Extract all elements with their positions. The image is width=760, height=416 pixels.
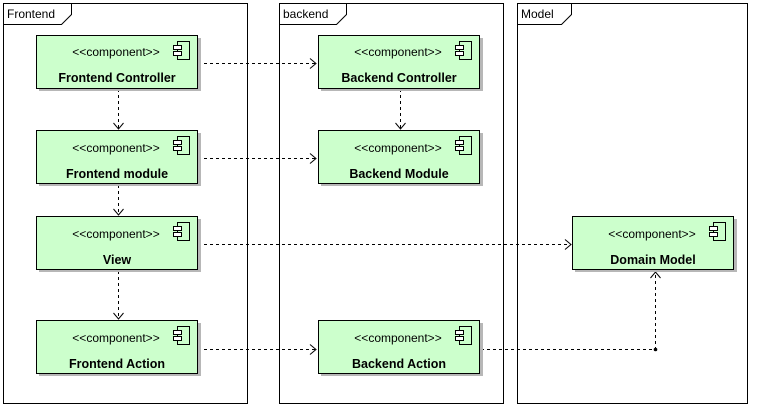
dependency-view-to-frontend-action bbox=[113, 271, 124, 320]
component-name: Frontend module bbox=[66, 167, 168, 181]
junction-dot bbox=[653, 347, 658, 352]
component-icon bbox=[709, 222, 726, 241]
frame-title-frontend: Frontend bbox=[7, 7, 55, 21]
dependency-frontend-action-to-backend-action bbox=[198, 344, 317, 355]
stereotype-label: <<component>> bbox=[354, 141, 441, 155]
dependency-backend-controller-to-backend-module bbox=[395, 89, 406, 130]
stereotype-label: <<component>> bbox=[72, 331, 159, 345]
component-frontend-module[interactable]: <<component>> Frontend module bbox=[36, 130, 202, 187]
component-name: Backend Controller bbox=[341, 71, 456, 85]
dependency-frontend-controller-to-backend-controller bbox=[198, 58, 317, 69]
dependency-frontend-module-to-backend-module bbox=[198, 153, 317, 164]
component-frontend-action[interactable]: <<component>> Frontend Action bbox=[36, 320, 202, 377]
stereotype-label: <<component>> bbox=[354, 45, 441, 59]
component-name: Frontend Action bbox=[69, 357, 165, 371]
component-icon bbox=[173, 326, 190, 345]
dependency-view-to-domain-model bbox=[198, 239, 572, 250]
component-backend-action[interactable]: <<component>> Backend Action bbox=[318, 320, 484, 377]
component-name: Frontend Controller bbox=[58, 71, 175, 85]
component-icon bbox=[173, 136, 190, 155]
frame-title-model: Model bbox=[521, 7, 554, 21]
component-icon bbox=[455, 136, 472, 155]
dependency-frontend-controller-to-frontend-module bbox=[113, 89, 124, 130]
component-icon bbox=[455, 41, 472, 60]
frame-model: Model bbox=[517, 3, 748, 404]
component-name: View bbox=[103, 253, 132, 267]
frame-title-backend: backend bbox=[283, 7, 328, 21]
component-backend-module[interactable]: <<component>> Backend Module bbox=[318, 130, 484, 187]
component-name: Domain Model bbox=[610, 253, 695, 267]
component-icon bbox=[173, 222, 190, 241]
component-domain-model[interactable]: <<component>> Domain Model bbox=[572, 216, 738, 273]
component-view[interactable]: <<component>> View bbox=[36, 216, 202, 273]
component-icon bbox=[173, 41, 190, 60]
component-backend-controller[interactable]: <<component>> Backend Controller bbox=[318, 35, 484, 92]
stereotype-label: <<component>> bbox=[72, 227, 159, 241]
component-frontend-controller[interactable]: <<component>> Frontend Controller bbox=[36, 35, 202, 92]
stereotype-label: <<component>> bbox=[72, 141, 159, 155]
component-name: Backend Action bbox=[352, 357, 446, 371]
component-icon bbox=[455, 326, 472, 345]
dependency-frontend-module-to-view bbox=[113, 185, 124, 216]
component-name: Backend Module bbox=[349, 167, 448, 181]
stereotype-label: <<component>> bbox=[608, 227, 695, 241]
stereotype-label: <<component>> bbox=[354, 331, 441, 345]
stereotype-label: <<component>> bbox=[72, 45, 159, 59]
